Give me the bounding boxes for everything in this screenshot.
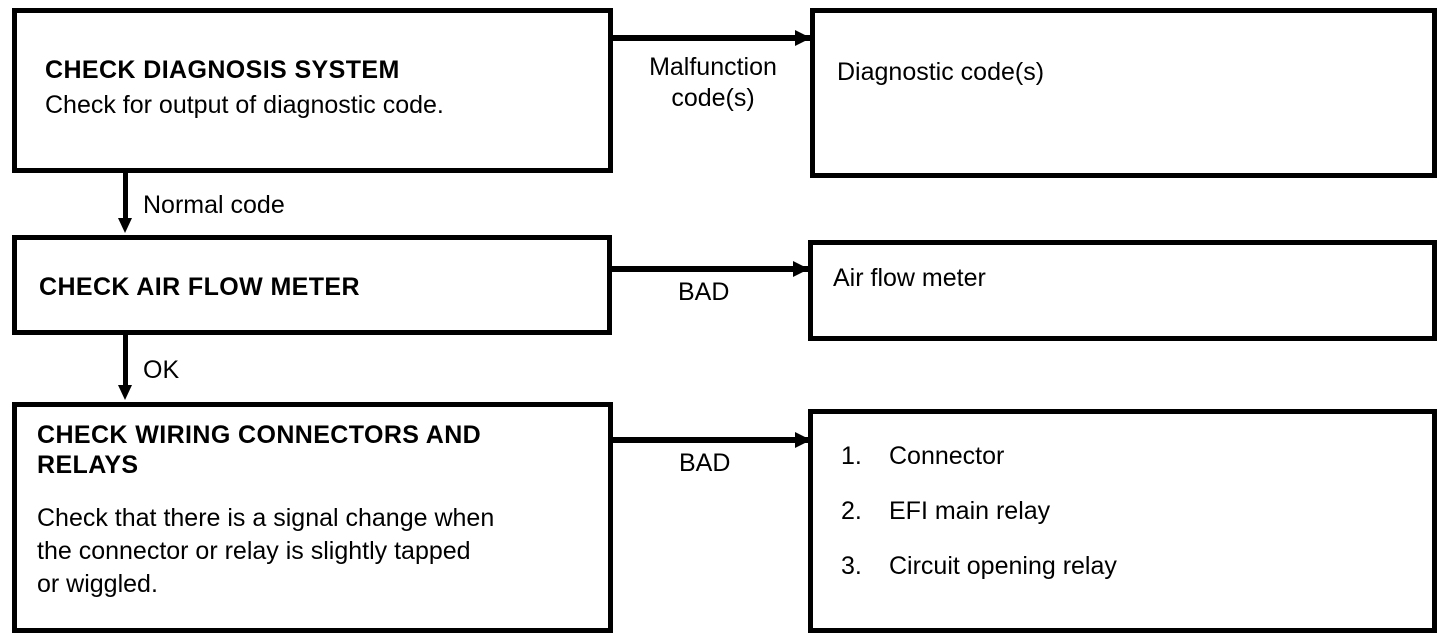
step-title: CHECK AIR FLOW METER bbox=[39, 273, 360, 301]
list-item-label: EFI main relay bbox=[889, 497, 1051, 525]
step-box-check-air-flow-meter[interactable]: CHECK AIR FLOW METER bbox=[12, 235, 612, 335]
connector-wiring-to-parts bbox=[613, 437, 811, 443]
arrowhead-diagnosis-to-air-flow bbox=[118, 218, 132, 233]
list-item: 3. Circuit opening relay bbox=[841, 551, 1420, 581]
edge-label-bad-air-flow: BAD bbox=[678, 278, 730, 306]
list-item-marker: 1. bbox=[841, 442, 862, 470]
edge-label-bad-wiring: BAD bbox=[679, 449, 731, 477]
list-item-label: Circuit opening relay bbox=[889, 552, 1117, 580]
result-box-diagnostic-codes[interactable]: Diagnostic code(s) bbox=[810, 8, 1437, 178]
connector-air-flow-to-result bbox=[612, 266, 809, 272]
result-text: Diagnostic code(s) bbox=[837, 58, 1045, 86]
step-body: Check that there is a signal change when… bbox=[37, 504, 495, 598]
edge-label-malfunction-codes: Malfunction code(s) bbox=[649, 53, 777, 112]
step-box-check-diagnosis-system[interactable]: CHECK DIAGNOSIS SYSTEM Check for output … bbox=[12, 8, 613, 173]
edge-label-normal-code: Normal code bbox=[143, 191, 285, 219]
list-item: 1. Connector bbox=[841, 441, 1420, 471]
list-item-label: Connector bbox=[889, 442, 1005, 470]
suspect-parts-list: 1. Connector 2. EFI main relay 3. Circui… bbox=[841, 441, 1420, 606]
list-item-marker: 3. bbox=[841, 552, 862, 580]
list-item-marker: 2. bbox=[841, 497, 862, 525]
step-body: Check for output of diagnostic code. bbox=[45, 91, 444, 119]
list-item: 2. EFI main relay bbox=[841, 496, 1420, 526]
result-text: Air flow meter bbox=[833, 264, 986, 292]
connector-diagnosis-to-air-flow bbox=[123, 173, 128, 221]
edge-label-ok: OK bbox=[143, 356, 180, 384]
arrowhead-air-flow-to-wiring bbox=[118, 385, 132, 400]
step-title: CHECK WIRING CONNECTORS AND RELAYS bbox=[37, 421, 482, 479]
connector-diagnosis-to-codes bbox=[613, 35, 811, 41]
connector-air-flow-to-wiring bbox=[123, 335, 128, 387]
result-box-air-flow-meter[interactable]: Air flow meter bbox=[808, 240, 1437, 341]
step-box-check-wiring-connectors-and-relays[interactable]: CHECK WIRING CONNECTORS AND RELAYS Check… bbox=[12, 402, 613, 633]
arrowhead-wiring-to-parts bbox=[795, 432, 811, 448]
arrowhead-air-flow-to-result bbox=[793, 261, 809, 277]
step-title: CHECK DIAGNOSIS SYSTEM bbox=[45, 56, 400, 84]
arrowhead-diagnosis-to-codes bbox=[795, 30, 811, 46]
result-box-suspect-parts[interactable]: 1. Connector 2. EFI main relay 3. Circui… bbox=[808, 409, 1437, 633]
